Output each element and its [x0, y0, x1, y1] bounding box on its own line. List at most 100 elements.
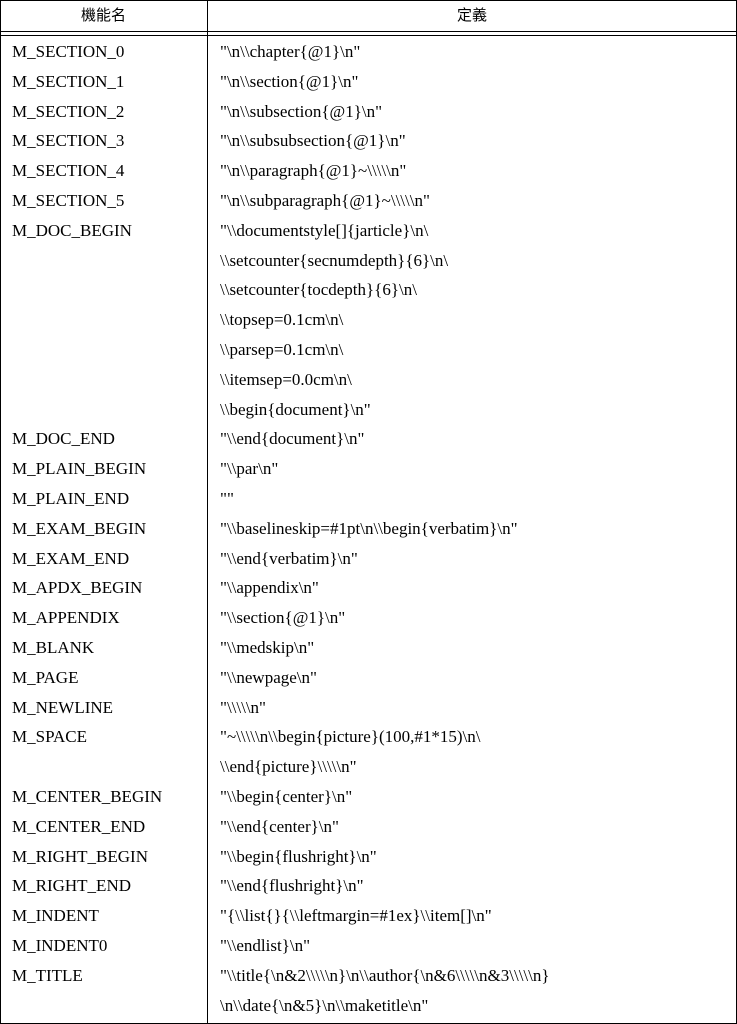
- function-name: M_RIGHT_END: [12, 876, 131, 896]
- definition-line: \\parsep=0.1cm\n\: [220, 339, 344, 359]
- definition-line: "\n\\section{@1}\n": [220, 71, 359, 91]
- definition-line: \\setcounter{tocdepth}{6}\n\: [220, 280, 417, 300]
- definition-line: \\setcounter{secnumdepth}{6}\n\: [220, 250, 449, 270]
- definition-line: "\\title{\n&2\\\\\n}\n\\author{\n&6\\\\\…: [220, 965, 550, 985]
- table-row: M_SECTION_4 "\n\\paragraph{@1}~\\\\\n": [0, 156, 737, 186]
- table-row: M_PAGE "\\newpage\n": [0, 663, 737, 693]
- function-name: M_PAGE: [12, 667, 79, 687]
- function-name: M_INDENT0: [12, 935, 108, 955]
- definition-line: "\n\\chapter{@1}\n": [220, 42, 361, 61]
- table-row: M_CENTER_END "\\end{center}\n": [0, 812, 737, 842]
- function-name: M_EXAM_BEGIN: [12, 518, 147, 538]
- header-definition: 定義: [456, 6, 487, 24]
- table-row: M_DOC_BEGIN"\\documentstyle[]{jarticle}\…: [0, 216, 737, 425]
- definition: "\n\\chapter{@1}\n": [220, 37, 737, 67]
- function-name: M_EXAM_END: [12, 548, 130, 568]
- definition-line: "{\\list{}{\\leftmargin=#1ex}\\item[]\n": [220, 906, 492, 926]
- definition: "\\title{\n&2\\\\\n}\n\\author{\n&6\\\\\…: [220, 961, 737, 1021]
- definition: "\\medskip\n": [220, 633, 737, 663]
- definition-line: \\end{picture}\\\\\n": [220, 757, 357, 777]
- function-name: M_PLAIN_BEGIN: [12, 459, 147, 479]
- definition: "\\begin{flushright}\n": [220, 842, 737, 872]
- table-row: M_SPACE "~\\\\\n\\begin{picture}(100,#1*1…: [0, 722, 737, 782]
- definition: "\n\\section{@1}\n": [220, 67, 737, 97]
- definition-line: "\\\\\n": [220, 697, 266, 717]
- function-name: M_SECTION_4: [12, 161, 125, 181]
- definition-line: "\\par\n": [220, 459, 279, 479]
- table-row: M_SECTION_5 "\n\\subparagraph{@1}~\\\\\n": [0, 186, 737, 216]
- definition: "\n\\subsection{@1}\n": [220, 97, 737, 127]
- definition-line: "\\end{verbatim}\n": [220, 548, 358, 568]
- definition: "\\begin{center}\n": [220, 782, 737, 812]
- definition: "{\\list{}{\\leftmargin=#1ex}\\item[]\n": [220, 901, 737, 931]
- definition-line: "\n\\paragraph{@1}~\\\\\n": [220, 161, 407, 181]
- table-row: M_NEWLINE "\\\\\n": [0, 693, 737, 723]
- table-row: M_BLANK"\\medskip\n": [0, 633, 737, 663]
- table-row: M_APDX_BEGIN "\\appendix\n": [0, 573, 737, 603]
- function-name: M_APDX_BEGIN: [12, 578, 143, 598]
- definition-line: "\\baselineskip=#1pt\n\\begin{verbatim}\…: [220, 518, 518, 538]
- definition-line: "\\end{flushright}\n": [220, 876, 364, 896]
- definition: "\\section{@1}\n": [220, 603, 737, 633]
- definition-line: "\\end{document}\n": [220, 429, 365, 449]
- definition: "\\baselineskip=#1pt\n\\begin{verbatim}\…: [220, 514, 737, 544]
- definition-line: "\n\\subsubsection{@1}\n": [220, 131, 406, 151]
- function-name: M_INDENT: [12, 906, 99, 926]
- function-name: M_SPACE: [12, 727, 87, 747]
- table-row: M_EXAM_BEGIN "\\baselineskip=#1pt\n\\begi…: [0, 514, 737, 544]
- function-name: M_NEWLINE: [12, 697, 114, 717]
- definition-line: "\n\\subsection{@1}\n": [220, 101, 383, 121]
- definition: "\n\\paragraph{@1}~\\\\\n": [220, 156, 737, 186]
- definition-line: "~\\\\\n\\begin{picture}(100,#1*15)\n\: [220, 727, 481, 747]
- definition-line: "\\documentstyle[]{jarticle}\n\: [220, 220, 429, 240]
- definition-line: "": [220, 488, 234, 508]
- table-row: M_RIGHT_BEGIN"\\begin{flushright}\n": [0, 842, 737, 872]
- header-function-name: 機能名: [80, 6, 126, 24]
- function-name: M_CENTER_BEGIN: [12, 786, 163, 806]
- definition: "\\newpage\n": [220, 663, 737, 693]
- definition-line: "\\newpage\n": [220, 667, 317, 687]
- definition: "\\end{flushright}\n": [220, 871, 737, 901]
- table-row: M_PLAIN_BEGIN "\\par\n": [0, 454, 737, 484]
- definition: "\\end{document}\n": [220, 424, 737, 454]
- table-row: M_PLAIN_END"": [0, 484, 737, 514]
- definition-line: \n\\date{\n&5}\n\\maketitle\n": [220, 995, 429, 1015]
- definition-line: "\\endlist}\n": [220, 935, 311, 955]
- definition-line: "\\medskip\n": [220, 637, 315, 657]
- definition: "\n\\subparagraph{@1}~\\\\\n": [220, 186, 737, 216]
- function-name: M_SECTION_1: [12, 71, 125, 91]
- definition: "\\end{center}\n": [220, 812, 737, 842]
- table-row: M_SECTION_3"\n\\subsubsection{@1}\n": [0, 126, 737, 156]
- definition: "\n\\subsubsection{@1}\n": [220, 126, 737, 156]
- definition: "\\\\\n": [220, 693, 737, 723]
- definition-line: \\itemsep=0.0cm\n\: [220, 369, 352, 389]
- definition-line: "\\begin{center}\n": [220, 786, 353, 806]
- table-row: M_INDENT "{\\list{}{\\leftmargin=#1ex}\\i…: [0, 901, 737, 931]
- definition-line: "\\begin{flushright}\n": [220, 846, 377, 866]
- function-name: M_TITLE: [12, 965, 83, 985]
- definition-line: "\\end{center}\n": [220, 816, 339, 836]
- definition: "\\end{verbatim}\n": [220, 544, 737, 574]
- function-name: M_SECTION_0: [12, 42, 125, 61]
- function-name: M_SECTION_2: [12, 101, 125, 121]
- table-row: M_TITLE "\\title{\n&2\\\\\n}\n\\author{\n…: [0, 961, 737, 1021]
- table-row: M_APPENDIX "\\section{@1}\n": [0, 603, 737, 633]
- definition-line: "\\appendix\n": [220, 578, 319, 598]
- definition: "~\\\\\n\\begin{picture}(100,#1*15)\n\ \\…: [220, 722, 737, 782]
- table-row: M_SECTION_0 "\n\\chapter{@1}\n": [0, 37, 737, 67]
- function-name: M_CENTER_END: [12, 816, 146, 836]
- table-row: M_RIGHT_END "\\end{flushright}\n": [0, 871, 737, 901]
- column-divider: [207, 0, 208, 1024]
- function-name: M_DOC_END: [12, 429, 115, 449]
- header-divider-second: [0, 35, 737, 36]
- definition: "": [220, 484, 737, 514]
- definition-line: \\begin{document}\n": [220, 399, 371, 419]
- function-name: M_SECTION_5: [12, 190, 125, 210]
- definition: "\\documentstyle[]{jarticle}\n\ \\setcoun…: [220, 216, 737, 425]
- table-row: M_EXAM_END "\\end{verbatim}\n": [0, 544, 737, 574]
- table-row: M_DOC_END "\\end{document}\n": [0, 424, 737, 454]
- function-name: M_APPENDIX: [12, 608, 120, 628]
- table-row: M_SECTION_1 "\n\\section{@1}\n": [0, 67, 737, 97]
- definition: "\\endlist}\n": [220, 931, 737, 961]
- table-row: M_INDENT0 "\\endlist}\n": [0, 931, 737, 961]
